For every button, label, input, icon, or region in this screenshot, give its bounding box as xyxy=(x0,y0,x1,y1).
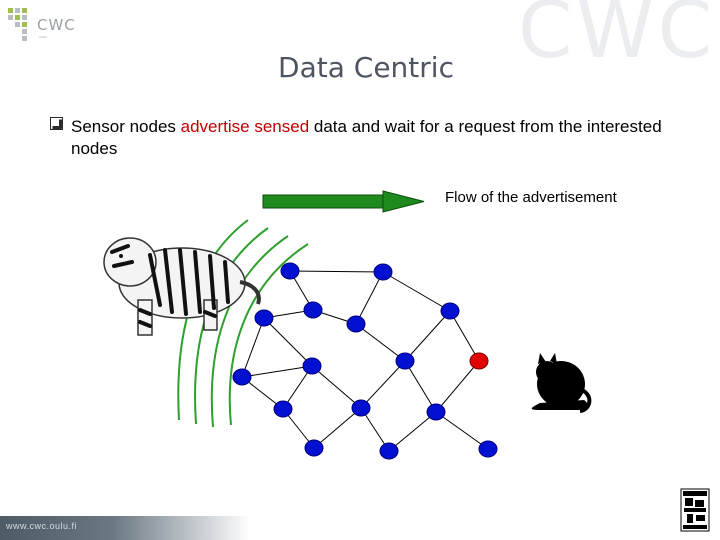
sensor-node xyxy=(346,315,366,333)
sensor-node xyxy=(395,352,415,370)
sensor-node xyxy=(304,439,324,457)
flow-arrow xyxy=(262,190,425,213)
sensor-node xyxy=(426,403,446,421)
sensor-node xyxy=(273,400,293,418)
bullet-text-highlight: advertise sensed xyxy=(180,117,310,136)
sensor-node xyxy=(440,302,460,320)
sensor-node xyxy=(254,309,274,327)
network-nodes xyxy=(232,262,498,460)
checkbox-bullet-icon xyxy=(50,117,63,130)
sensor-node xyxy=(302,357,322,375)
sensor-node xyxy=(351,399,371,417)
footer-band xyxy=(0,516,250,540)
footer-url: www.cwc.oulu.fi xyxy=(6,521,78,531)
tiger-image xyxy=(103,237,261,336)
sensor-node xyxy=(232,368,252,386)
sensor-node xyxy=(478,440,498,458)
flow-label: Flow of the advertisement xyxy=(445,189,617,206)
cwc-watermark: CWC xyxy=(518,0,717,76)
sensor-node xyxy=(280,262,300,280)
sensor-node xyxy=(373,263,393,281)
sensor-node xyxy=(303,301,323,319)
network-edges xyxy=(241,270,489,452)
active-sensor-node xyxy=(469,352,489,370)
cwc-logo: CWC oulu xyxy=(6,6,96,46)
sensor-node xyxy=(379,442,399,460)
cwc-logo-dots-icon xyxy=(8,8,27,41)
cwc-logo-subtext: oulu xyxy=(39,34,47,39)
cat-image xyxy=(531,353,592,413)
cwc-logo-text: CWC xyxy=(37,16,76,34)
bullet-text-suffix: data and wait for a request from the int… xyxy=(71,117,662,158)
bullet-text-prefix: Sensor nodes xyxy=(71,117,181,136)
slide-title: Data Centric xyxy=(278,51,454,84)
university-seal-icon xyxy=(680,488,710,532)
bullet-text: Sensor nodes advertise sensed data and w… xyxy=(71,116,691,160)
